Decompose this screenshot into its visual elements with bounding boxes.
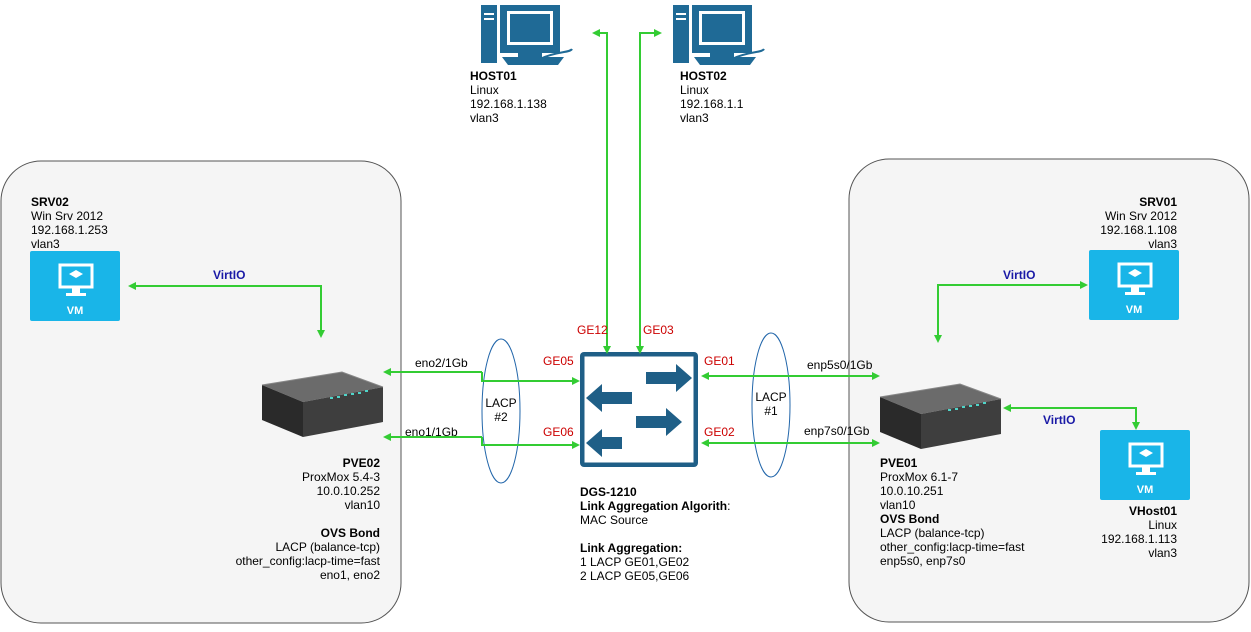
pve02-ip: 10.0.10.252 bbox=[316, 484, 380, 498]
pve01-bond-mode: LACP (balance-tcp) bbox=[880, 526, 985, 540]
link-label-eno1: eno1/1Gb bbox=[405, 425, 458, 439]
srv02-info: SRV02 Win Srv 2012 192.168.1.253 vlan3 bbox=[31, 195, 108, 251]
host01-info: HOST01 Linux 192.168.1.138 vlan3 bbox=[470, 69, 547, 125]
lacp-label-left: LACP #2 bbox=[481, 396, 521, 424]
lacp-left-name: LACP bbox=[485, 396, 517, 410]
srv01-vlan: vlan3 bbox=[1148, 237, 1177, 251]
lacp-group-left-ellipse bbox=[481, 338, 521, 484]
host01-name: HOST01 bbox=[470, 69, 517, 83]
link-srv01-virtio bbox=[934, 284, 960, 343]
srv01-os: Win Srv 2012 bbox=[1104, 209, 1177, 223]
vm-label: VM bbox=[1136, 484, 1154, 496]
link-srv02-virtio bbox=[155, 285, 325, 338]
pve02-version: ProxMox 5.4-3 bbox=[301, 470, 380, 484]
lacp-left-num: #2 bbox=[494, 410, 508, 424]
srv01-info: SRV01 Win Srv 2012 192.168.1.108 vlan3 bbox=[1100, 195, 1177, 251]
virtio-label-srv02: VirtIO bbox=[213, 268, 246, 282]
computer-icon-host01 bbox=[481, 5, 573, 65]
vm-monitor-icon bbox=[1117, 262, 1153, 295]
link-eno1-ge06 bbox=[481, 437, 580, 449]
server-box-icon-pve02 bbox=[261, 371, 384, 437]
lacp-right-name: LACP bbox=[755, 390, 787, 404]
pve02-info: PVE02 ProxMox 5.4-3 10.0.10.252 vlan10 O… bbox=[236, 456, 380, 582]
link-label-enp7s0: enp7s0/1Gb bbox=[804, 424, 870, 438]
switch-agg-line-1: 1 LACP GE01,GE02 bbox=[580, 555, 690, 569]
vm-monitor-icon bbox=[1128, 442, 1164, 475]
vm-srv02: VM bbox=[30, 251, 120, 321]
link-host01-ge12 bbox=[592, 29, 608, 352]
pve02-bond-title: OVS Bond bbox=[320, 526, 380, 540]
srv02-vlan: vlan3 bbox=[31, 237, 60, 251]
host02-ip: 192.168.1.1 bbox=[680, 97, 744, 111]
srv02-name: SRV02 bbox=[31, 195, 69, 209]
pve02-bond-ifaces: eno1, eno2 bbox=[319, 568, 380, 582]
pve01-name: PVE01 bbox=[880, 456, 918, 470]
link-eno2-ge05 bbox=[481, 372, 580, 385]
pve01-vlan: vlan10 bbox=[880, 498, 916, 512]
link-label-enp5s0: enp5s0/1Gb bbox=[807, 358, 873, 372]
lacp-right-num: #1 bbox=[764, 404, 778, 418]
srv02-os: Win Srv 2012 bbox=[31, 209, 104, 223]
port-ge01: GE01 bbox=[704, 354, 735, 368]
pve01-bond-ifaces: enp5s0, enp7s0 bbox=[880, 554, 966, 568]
switch-info: DGS-1210 Link Aggregation Algorith: MAC … bbox=[580, 485, 730, 583]
port-ge03: GE03 bbox=[643, 323, 674, 337]
host01-vlan: vlan3 bbox=[470, 111, 499, 125]
port-ge02: GE02 bbox=[704, 425, 735, 439]
host01-os: Linux bbox=[470, 83, 499, 97]
vm-srv01: VM bbox=[1089, 250, 1179, 320]
vhost01-name: VHost01 bbox=[1128, 504, 1177, 518]
computer-icon-host02 bbox=[673, 5, 765, 65]
host02-vlan: vlan3 bbox=[680, 111, 709, 125]
vm-monitor-icon bbox=[58, 263, 94, 296]
port-ge06: GE06 bbox=[543, 425, 574, 439]
srv02-ip: 192.168.1.253 bbox=[31, 223, 108, 237]
pve01-info: PVE01 ProxMox 6.1-7 10.0.10.251 vlan10 O… bbox=[880, 456, 1024, 568]
virtio-label-vhost01: VirtIO bbox=[1043, 413, 1076, 427]
pve02-vlan: vlan10 bbox=[344, 498, 380, 512]
lacp-group-right-ellipse bbox=[751, 332, 791, 478]
link-host02-ge03 bbox=[639, 29, 662, 352]
host02-info: HOST02 Linux 192.168.1.1 vlan3 bbox=[680, 69, 743, 125]
switch-algo-colon: : bbox=[727, 499, 731, 513]
srv01-name: SRV01 bbox=[1139, 195, 1177, 209]
pve02-bond-config: other_config:lacp-time=fast bbox=[235, 554, 380, 568]
pve02-name: PVE02 bbox=[342, 456, 380, 470]
vhost01-ip: 192.168.1.113 bbox=[1101, 532, 1177, 546]
pve02-bond-mode: LACP (balance-tcp) bbox=[275, 540, 381, 554]
pve01-ip: 10.0.10.251 bbox=[880, 484, 944, 498]
switch-name: DGS-1210 bbox=[580, 485, 637, 499]
switch-agg-title: Link Aggregation: bbox=[580, 541, 683, 555]
pve01-bond-title: OVS Bond bbox=[880, 512, 940, 526]
switch-icon bbox=[580, 352, 698, 467]
vm-label: VM bbox=[66, 305, 84, 317]
host01-ip: 192.168.1.138 bbox=[470, 97, 547, 111]
host02-name: HOST02 bbox=[680, 69, 727, 83]
port-ge12: GE12 bbox=[577, 323, 608, 337]
lacp-label-right: LACP #1 bbox=[751, 390, 791, 418]
vhost01-os: Linux bbox=[1148, 518, 1177, 532]
port-ge05: GE05 bbox=[543, 354, 574, 368]
vm-vhost01: VM bbox=[1100, 430, 1190, 500]
pve01-bond-config: other_config:lacp-time=fast bbox=[880, 540, 1025, 554]
vm-label: VM bbox=[1125, 304, 1143, 316]
link-label-eno2: eno2/1Gb bbox=[415, 356, 468, 370]
switch-algo-value: MAC Source bbox=[580, 513, 649, 527]
host02-os: Linux bbox=[680, 83, 709, 97]
switch-agg-line-2: 2 LACP GE05,GE06 bbox=[580, 569, 690, 583]
vhost01-vlan: vlan3 bbox=[1148, 546, 1177, 560]
server-box-icon-pve01 bbox=[879, 383, 1002, 449]
switch-algo-title: Link Aggregation Algorith bbox=[580, 499, 728, 513]
vhost01-info: VHost01 Linux 192.168.1.113 vlan3 bbox=[1101, 504, 1177, 560]
srv01-ip: 192.168.1.108 bbox=[1100, 223, 1177, 237]
pve01-version: ProxMox 6.1-7 bbox=[880, 470, 959, 484]
link-vhost01-virtio bbox=[1060, 407, 1140, 430]
virtio-label-srv01: VirtIO bbox=[1003, 268, 1036, 282]
